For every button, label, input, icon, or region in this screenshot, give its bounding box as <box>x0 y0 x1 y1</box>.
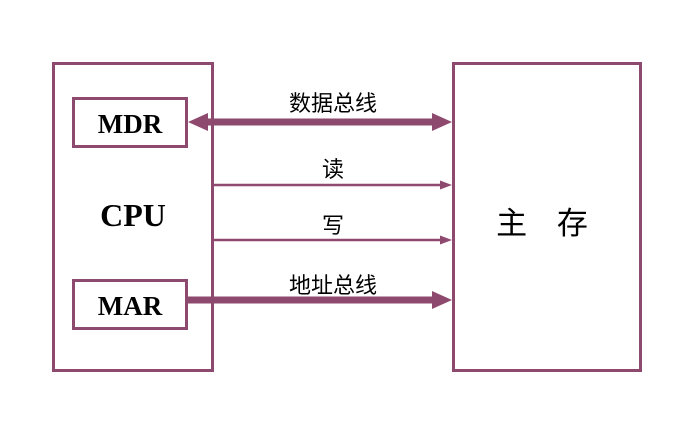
write-label: 写 <box>321 214 344 239</box>
main-memory-label: 主 存 <box>496 206 598 242</box>
read-line-arrow <box>214 180 452 190</box>
data-bus-arrow <box>188 113 452 131</box>
write-line-arrow <box>214 235 452 245</box>
mdr-register: MDR <box>72 97 188 148</box>
address-bus-label: 地址总线 <box>288 274 377 299</box>
mdr-label: MDR <box>97 109 163 139</box>
mar-register: MAR <box>72 279 188 330</box>
cpu-label: CPU <box>100 197 166 233</box>
mar-label: MAR <box>97 291 163 321</box>
read-label: 读 <box>321 158 344 183</box>
main-memory-box <box>452 62 642 372</box>
address-bus-arrow <box>188 291 452 309</box>
data-bus-label: 数据总线 <box>288 92 377 117</box>
